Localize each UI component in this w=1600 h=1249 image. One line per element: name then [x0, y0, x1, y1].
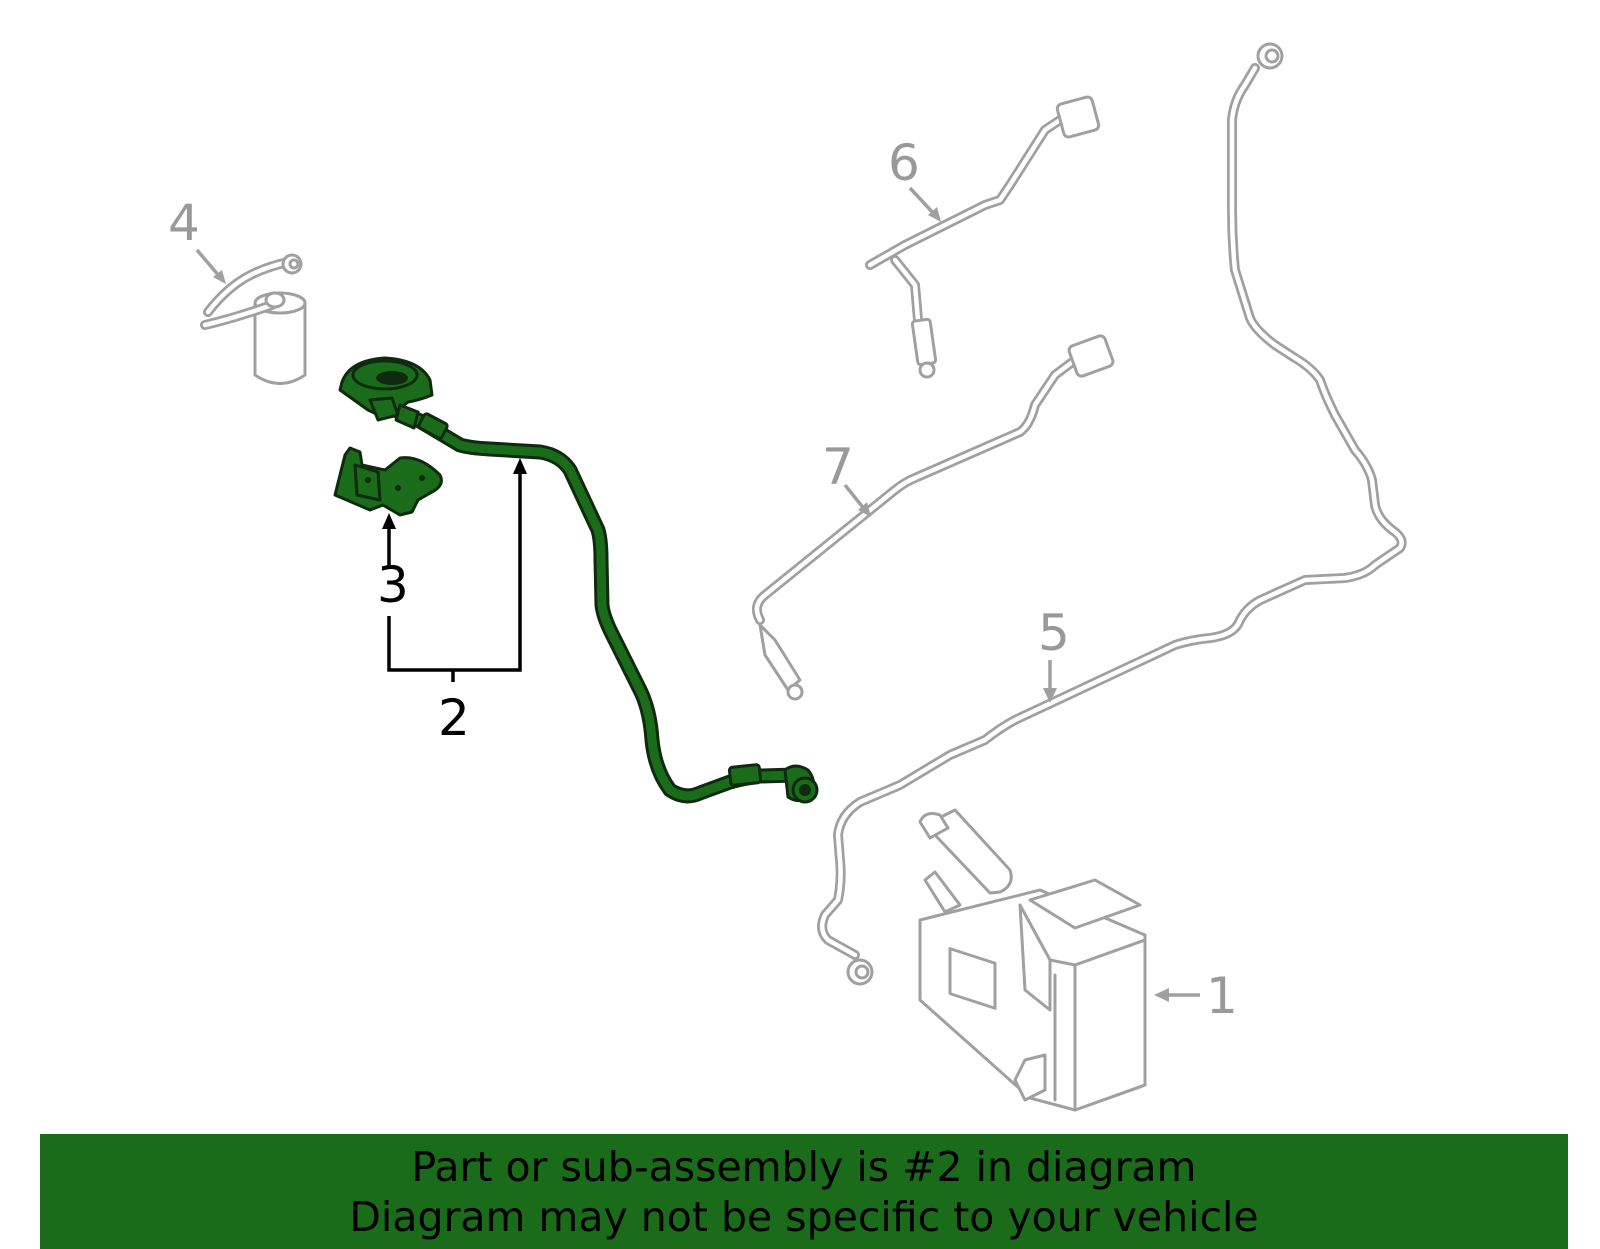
callout-6: 6 — [888, 134, 920, 192]
part-5-vapor-line — [817, 42, 1407, 986]
callout-7: 7 — [822, 438, 854, 496]
part-7-oxygen-sensor-lower — [751, 334, 1115, 701]
part-1-vapor-canister — [918, 808, 1147, 1112]
callout-5: 5 — [1038, 604, 1070, 662]
info-banner: Part or sub-assembly is #2 in diagram Di… — [40, 1134, 1568, 1249]
callout-1: 1 — [1206, 967, 1238, 1025]
part-3-bracket — [333, 446, 443, 517]
banner-line-disclaimer: Diagram may not be specific to your vehi… — [349, 1193, 1259, 1241]
part-2-purge-hose — [338, 356, 819, 804]
part-4-filter-with-hose — [200, 253, 307, 385]
callout-4: 4 — [168, 194, 200, 252]
callout-2: 2 — [438, 689, 470, 747]
banner-line-part-number: Part or sub-assembly is #2 in diagram — [411, 1143, 1197, 1191]
part-6-oxygen-sensor-upper — [865, 95, 1101, 379]
callout-3: 3 — [377, 556, 409, 614]
leader-lines — [195, 186, 1200, 1002]
